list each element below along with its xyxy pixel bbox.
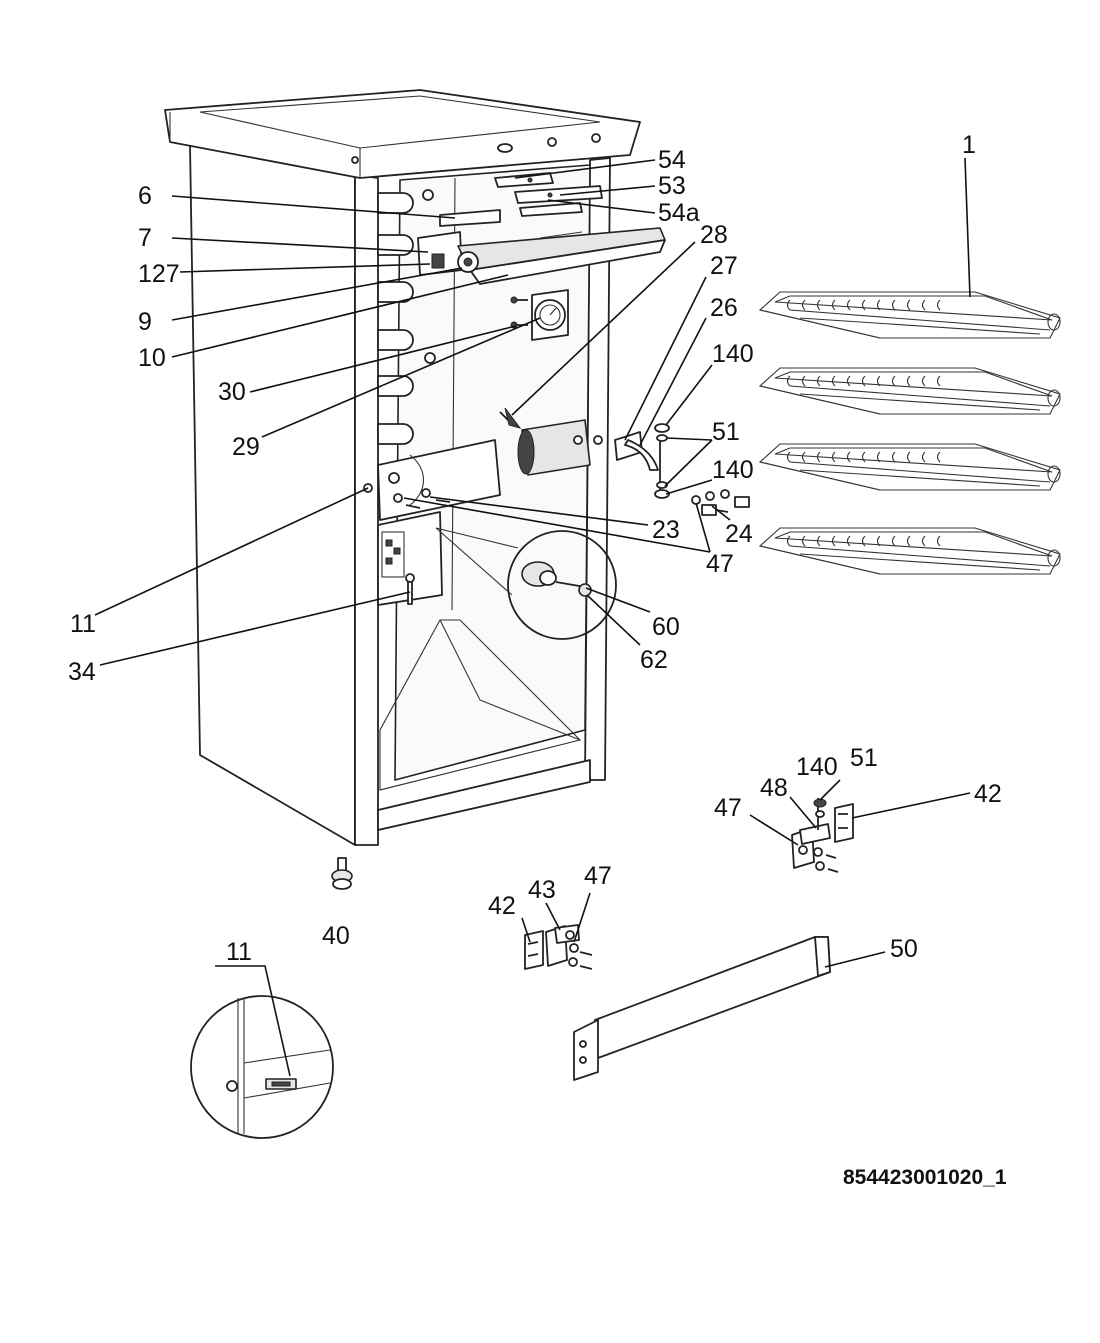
callout-1: 1: [962, 131, 976, 159]
lower-right-hinge: [791, 798, 854, 873]
callout-54a: 54a: [658, 199, 700, 227]
callout-48: 48: [760, 774, 788, 802]
light-tube: [499, 407, 591, 476]
callout-54: 54: [658, 146, 686, 174]
shelf-rail-slots: [377, 189, 603, 445]
wire-shelf-2: [758, 367, 1061, 415]
callout-50: 50: [890, 935, 918, 963]
callout-127: 127: [138, 260, 180, 288]
thermometer: [510, 289, 569, 341]
callout-42-right: 42: [974, 780, 1002, 808]
wire-shelves: [758, 291, 1061, 575]
wiring-block: [377, 511, 443, 606]
callout-11-detail: 11: [226, 938, 252, 966]
callout-24: 24: [725, 520, 753, 548]
callout-140-upper: 140: [712, 340, 754, 368]
callout-140-lower: 140: [712, 456, 754, 484]
callout-6: 6: [138, 182, 152, 210]
wire-shelf-4: [758, 527, 1061, 575]
leveling-foot: [331, 857, 353, 890]
door-bracket: [363, 439, 501, 531]
callout-51-right: 51: [850, 744, 878, 772]
callout-47-upper: 47: [706, 550, 734, 578]
callout-53: 53: [658, 172, 686, 200]
wire-shelf-1: [758, 291, 1061, 339]
lamp-detail: [435, 527, 617, 640]
callout-43: 43: [528, 876, 556, 904]
callout-10: 10: [138, 344, 166, 372]
lower-left-hinge: [524, 924, 593, 970]
callout-34: 34: [68, 658, 96, 686]
upper-hinge: [614, 423, 750, 516]
leader-lines: [94, 157, 971, 1077]
callout-47-left: 47: [584, 862, 612, 890]
callout-26: 26: [710, 294, 738, 322]
callout-11: 11: [70, 610, 96, 638]
control-unit: [417, 227, 666, 285]
callout-7: 7: [138, 224, 152, 252]
cabinet-top: [164, 89, 641, 179]
callout-51-upper: 51: [712, 418, 740, 446]
callout-27: 27: [710, 252, 738, 280]
callout-40: 40: [322, 922, 350, 950]
bracket-detail: [190, 995, 334, 1139]
callout-60: 60: [652, 613, 680, 641]
callout-29: 29: [232, 433, 260, 461]
wire-shelf-3: [758, 443, 1061, 491]
callout-labels: 1 6 7 127 9 10 30 29 11 34 54 53 54a 28 …: [68, 131, 1002, 966]
plinth-panel: [573, 936, 831, 1081]
callout-62: 62: [640, 646, 668, 674]
callout-28: 28: [700, 221, 728, 249]
callout-42-left: 42: [488, 892, 516, 920]
callout-30: 30: [218, 378, 246, 406]
top-mounting-plates: [439, 172, 603, 227]
callout-140-right: 140: [796, 753, 838, 781]
callout-9: 9: [138, 308, 152, 336]
callout-47-right: 47: [714, 794, 742, 822]
drawing-code: 854423001020_1: [843, 1166, 1007, 1189]
callout-23: 23: [652, 516, 680, 544]
